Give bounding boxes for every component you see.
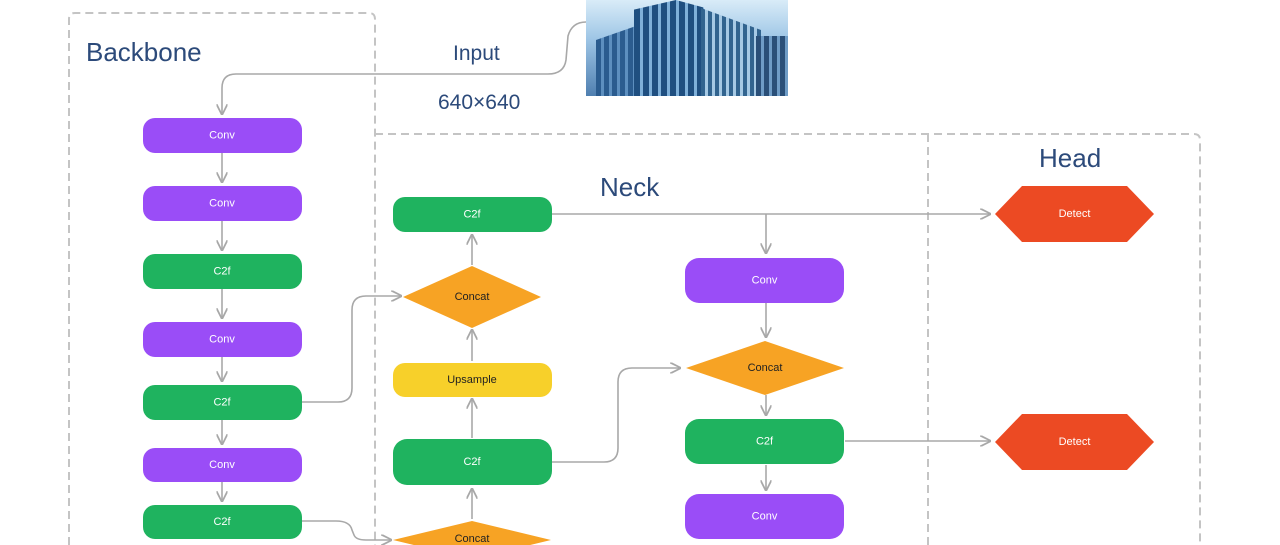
- head-nodes: Detect Detect: [995, 186, 1154, 470]
- neck-concat-label: Concat: [455, 291, 490, 303]
- backbone-conv-label: Conv: [209, 459, 235, 471]
- backbone-conv-node: [143, 118, 302, 153]
- head-detect-label: Detect: [1059, 436, 1091, 448]
- backbone-c2f-label: C2f: [213, 266, 231, 278]
- backbone-conv-label: Conv: [209, 334, 235, 346]
- head-detect-node: [995, 186, 1154, 242]
- backbone-c2f-node: [143, 254, 302, 289]
- neck-conv-node: [685, 494, 844, 539]
- backbone-conv-node: [143, 448, 302, 482]
- neck-concat-label: Concat: [455, 533, 490, 545]
- backbone-c2f-label: C2f: [213, 397, 231, 409]
- building-shape: [634, 0, 704, 96]
- backbone-to-concat-arrow: [302, 520, 391, 540]
- neck-title: Neck: [600, 172, 660, 202]
- neck-c2f-label: C2f: [463, 456, 481, 468]
- backbone-to-concat-arrow: [302, 296, 401, 403]
- neck-c2f-label: C2f: [463, 209, 481, 221]
- input-arrow: [222, 21, 587, 114]
- connectors: [222, 21, 990, 540]
- backbone-c2f-node: [143, 505, 302, 539]
- backbone-title: Backbone: [86, 37, 202, 67]
- neck-c2f-node: [393, 439, 552, 485]
- backbone-nodes: Conv Conv C2f Conv C2f Conv C2f: [143, 118, 302, 539]
- head-detect-node: [995, 414, 1154, 470]
- neck-conv-label: Conv: [752, 511, 778, 523]
- neck-c2f-node: [393, 197, 552, 232]
- backbone-c2f-label: C2f: [213, 516, 231, 528]
- input-size: 640×640: [438, 91, 520, 114]
- backbone-c2f-node: [143, 385, 302, 420]
- backbone-conv-node: [143, 186, 302, 221]
- neck-upsample-label: Upsample: [447, 374, 497, 386]
- region-borders: [68, 12, 1201, 545]
- neck-c2f-node: [685, 419, 844, 464]
- input-image: [586, 0, 788, 96]
- neck-c2f-label: C2f: [756, 436, 774, 448]
- backbone-region: [68, 12, 376, 545]
- building-shape: [596, 26, 636, 96]
- backbone-conv-label: Conv: [209, 198, 235, 210]
- head-title: Head: [1039, 143, 1101, 173]
- neck-head-region-top: [375, 133, 1201, 545]
- neck-upsample-node: [393, 363, 552, 397]
- neck-concat-label: Concat: [748, 362, 783, 374]
- backbone-conv-label: Conv: [209, 130, 235, 142]
- building-shape: [756, 36, 788, 96]
- neck-mid-to-concat-arrow: [552, 368, 680, 463]
- neck-concat-node: [393, 521, 551, 545]
- backbone-conv-node: [143, 322, 302, 357]
- neck-nodes: C2f Concat Upsample C2f Concat Conv Conc…: [393, 197, 844, 545]
- neck-concat-node: [403, 266, 541, 328]
- neck-conv-label: Conv: [752, 275, 778, 287]
- head-detect-label: Detect: [1059, 208, 1091, 220]
- input-label: Input: [453, 42, 500, 65]
- neck-conv-node: [685, 258, 844, 303]
- neck-concat-node: [686, 341, 844, 395]
